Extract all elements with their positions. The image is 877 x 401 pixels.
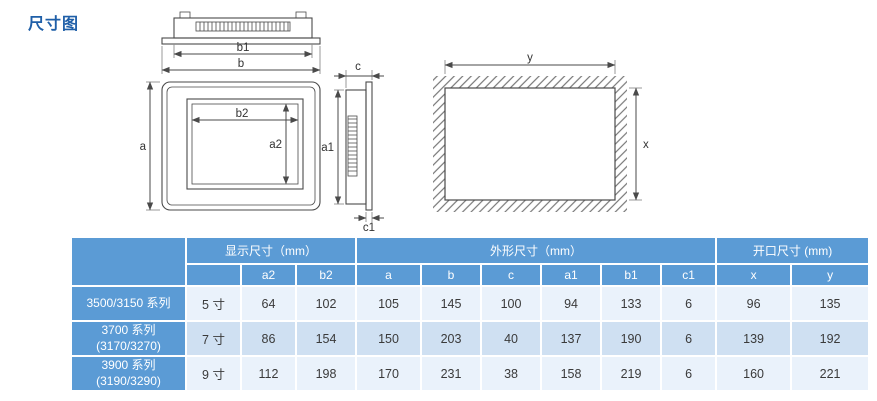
value-cell: 6 (660, 320, 718, 357)
connector-comb (199, 22, 289, 31)
value-cell: 96 (715, 285, 793, 322)
col-y: y (790, 263, 871, 287)
top-view-dimensions: b1 b (161, 42, 321, 74)
table-column-header-row: a2 b2 a b c a1 b1 c1 x y (71, 263, 871, 287)
group-display-size: 显示尺寸（mm） (184, 236, 358, 265)
side-connector-ribs (348, 118, 357, 172)
col-a: a (355, 263, 423, 287)
value-cell: 102 (294, 285, 358, 322)
dim-label-b2: b2 (236, 108, 249, 120)
col-a2: a2 (240, 263, 297, 287)
value-cell: 145 (420, 285, 483, 322)
front-view-dimensions: a b2 a2 (140, 81, 299, 211)
series-cell: 3700 系列 (3170/3270) (70, 320, 187, 357)
cutout-drawing (433, 76, 627, 212)
value-cell: 198 (294, 355, 358, 392)
value-cell: 112 (240, 355, 297, 392)
series-cell: 3500/3150 系列 (70, 285, 187, 322)
col-a1: a1 (540, 263, 603, 287)
col-c: c (480, 263, 543, 287)
value-cell: 40 (480, 320, 543, 357)
size-cell: 5 寸 (185, 285, 242, 322)
value-cell: 6 (660, 355, 718, 392)
value-cell: 94 (540, 285, 603, 322)
dimension-table: 显示尺寸（mm） 外形尺寸（mm） 开口尺寸 (mm) a2 b2 a b c … (70, 236, 871, 392)
value-cell: 135 (790, 285, 871, 322)
table-group-header-row: 显示尺寸（mm） 外形尺寸（mm） 开口尺寸 (mm) (70, 236, 871, 287)
col-c1: c1 (660, 263, 718, 287)
dim-label-x: x (643, 139, 649, 151)
value-cell: 139 (715, 320, 793, 357)
dim-label-a: a (140, 141, 147, 153)
table-row: 3700 系列 (3170/3270) 7 寸 86 154 150 203 4… (70, 320, 871, 357)
side-view-drawing (345, 81, 373, 211)
front-view-drawing (161, 81, 321, 211)
value-cell: 221 (790, 355, 871, 392)
dimension-drawings: b1 b a b2 a2 (140, 11, 649, 232)
page-title: 尺寸图 (28, 16, 80, 33)
table-row: 3500/3150 系列 5 寸 64 102 105 145 100 94 1… (70, 285, 871, 322)
value-cell: 158 (540, 355, 603, 392)
group-outline-size: 外形尺寸（mm） (355, 236, 718, 265)
col-x: x (715, 263, 793, 287)
col-size (185, 263, 242, 287)
value-cell: 160 (715, 355, 793, 392)
dim-label-b1: b1 (237, 42, 250, 54)
dim-label-b: b (238, 58, 244, 70)
value-cell: 219 (600, 355, 663, 392)
value-cell: 170 (355, 355, 423, 392)
value-cell: 100 (480, 285, 543, 322)
dim-label-a2: a2 (269, 139, 282, 151)
table-row: 3900 系列 (3190/3290) 9 寸 112 198 170 231 … (70, 355, 871, 392)
group-opening-size: 开口尺寸 (mm) (715, 236, 871, 265)
value-cell: 105 (355, 285, 423, 322)
table-corner-cell (70, 236, 187, 287)
value-cell: 86 (240, 320, 297, 357)
value-cell: 231 (420, 355, 483, 392)
value-cell: 6 (660, 285, 718, 322)
value-cell: 203 (420, 320, 483, 357)
col-b2: b2 (294, 263, 358, 287)
value-cell: 137 (540, 320, 603, 357)
side-view-dimensions: c a1 c1 (321, 61, 384, 232)
size-cell: 7 寸 (185, 320, 242, 357)
col-b1: b1 (600, 263, 663, 287)
series-cell: 3900 系列 (3190/3290) (70, 355, 187, 392)
value-cell: 190 (600, 320, 663, 357)
col-b: b (420, 263, 483, 287)
size-cell: 9 寸 (185, 355, 242, 392)
value-cell: 133 (600, 285, 663, 322)
value-cell: 38 (480, 355, 543, 392)
top-view-drawing (161, 11, 321, 45)
dim-label-y: y (527, 52, 533, 64)
value-cell: 192 (790, 320, 871, 357)
dim-label-c: c (355, 61, 361, 73)
value-cell: 154 (294, 320, 358, 357)
value-cell: 64 (240, 285, 297, 322)
cutout-dimensions: y x (444, 52, 649, 201)
dim-label-c1: c1 (363, 222, 375, 232)
dim-label-a1: a1 (321, 142, 334, 154)
value-cell: 150 (355, 320, 423, 357)
